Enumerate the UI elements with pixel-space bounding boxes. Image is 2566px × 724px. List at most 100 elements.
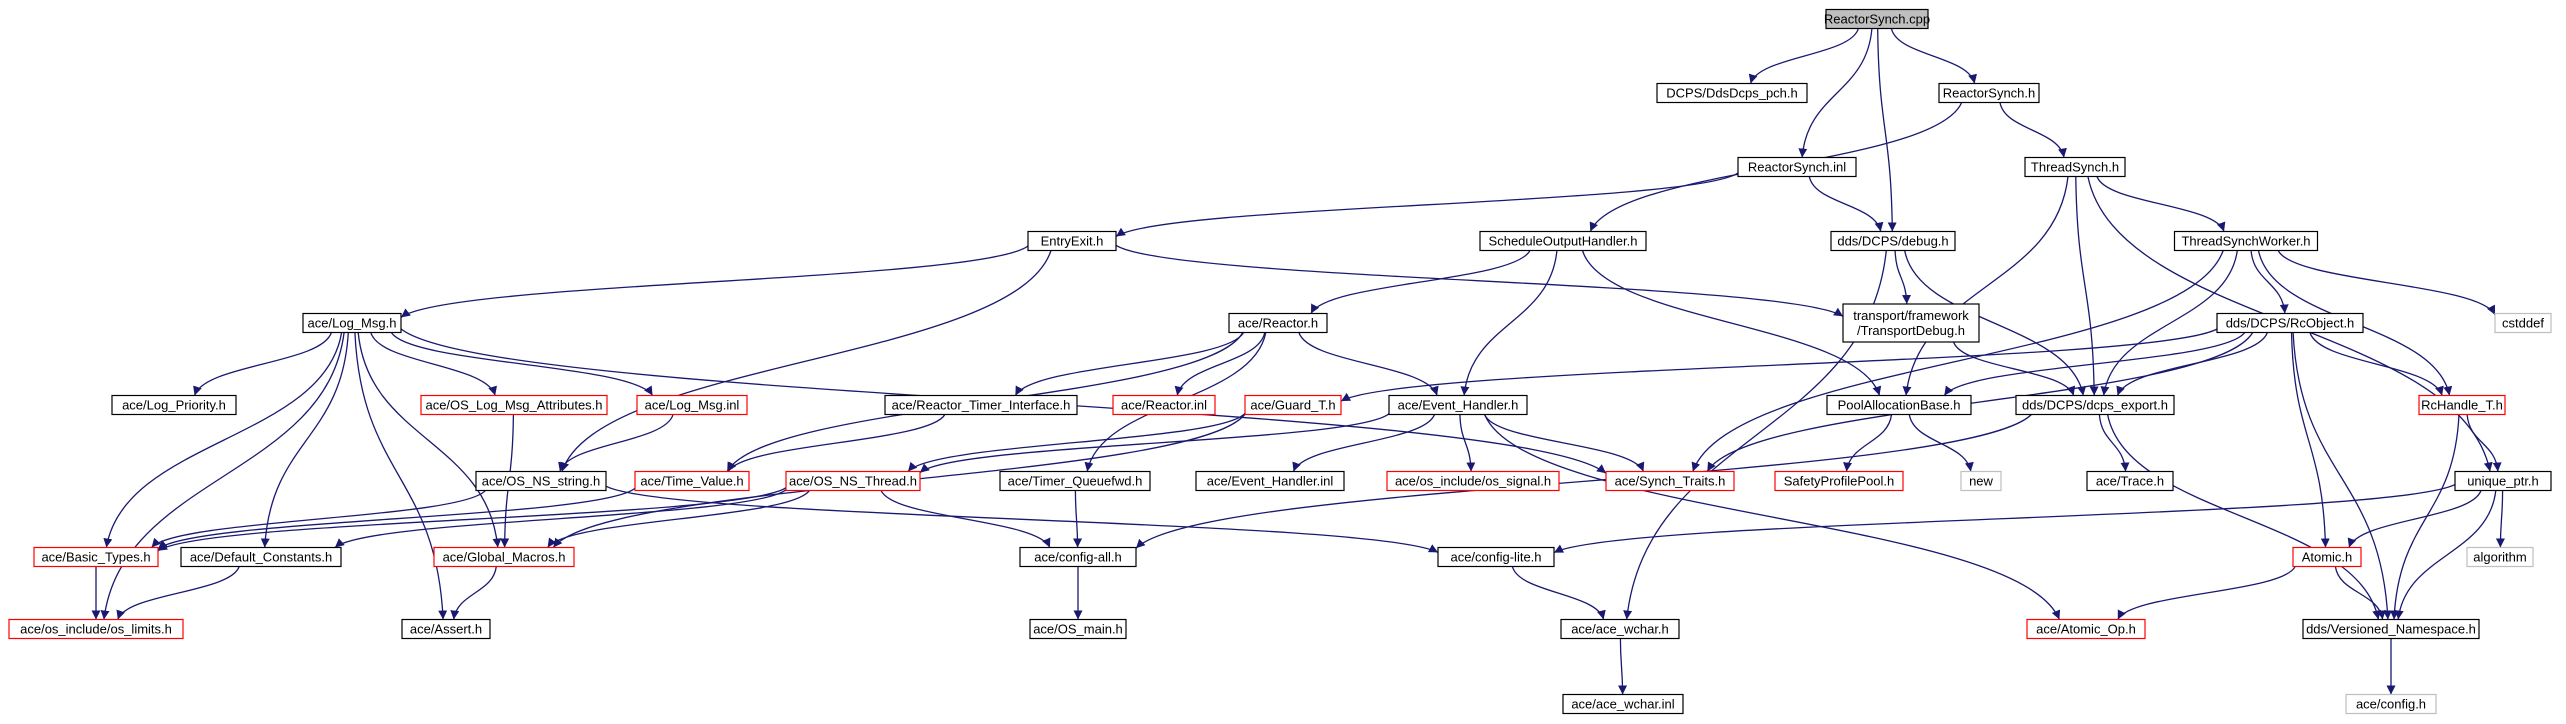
node-os-main-h[interactable]: ace/OS_main.h bbox=[1029, 618, 1127, 640]
edge-scheduleoutputhandler_h-to-event_handler_h bbox=[1460, 250, 1558, 396]
node-box bbox=[1825, 8, 1929, 30]
node-threadsynch-h[interactable]: ThreadSynch.h bbox=[2024, 156, 2126, 178]
node-box bbox=[420, 394, 608, 416]
node-label: ace/Default_Constants.h bbox=[190, 550, 332, 565]
node-os-log-msg-attributes-h[interactable]: ace/OS_Log_Msg_Attributes.h bbox=[420, 394, 608, 416]
node-label: ace/Synch_Traits.h bbox=[1615, 474, 1726, 489]
node-trace-h[interactable]: ace/Trace.h bbox=[2086, 470, 2174, 492]
node-debug-h[interactable]: dds/DCPS/debug.h bbox=[1830, 230, 1956, 252]
node-basic-types-h[interactable]: ace/Basic_Types.h bbox=[33, 546, 159, 568]
node-event-handler-inl[interactable]: ace/Event_Handler.inl bbox=[1195, 470, 1345, 492]
node-rcobject-h[interactable]: dds/DCPS/RcObject.h bbox=[2216, 312, 2364, 334]
node-label: ace/Trace.h bbox=[2096, 474, 2164, 489]
node-box bbox=[785, 470, 921, 492]
node-ddsdcps-pch[interactable]: DCPS/DdsDcps_pch.h bbox=[1656, 82, 1808, 104]
node-unique-ptr-h[interactable]: unique_ptr.h bbox=[2454, 470, 2552, 492]
node-label: ace/Event_Handler.h bbox=[1398, 398, 1519, 413]
node-box bbox=[1960, 470, 2002, 492]
node-label: ScheduleOutputHandler.h bbox=[1489, 234, 1638, 249]
edge-entryexit_h-to-log_msg_h bbox=[400, 245, 1029, 318]
node-synch-traits-h[interactable]: ace/Synch_Traits.h bbox=[1605, 470, 1735, 492]
node-reactorsynch-h[interactable]: ReactorSynch.h bbox=[1938, 82, 2040, 104]
node-threadsynchworker-h[interactable]: ThreadSynchWorker.h bbox=[2173, 230, 2319, 252]
node-reactor-h[interactable]: ace/Reactor.h bbox=[1228, 312, 1328, 334]
edge-threadsynch_h-to-poolallocationbase_h bbox=[1902, 176, 2069, 396]
node-atomic-op-h[interactable]: ace/Atomic_Op.h bbox=[2026, 618, 2146, 640]
node-reactorsynch-cpp[interactable]: ReactorSynch.cpp bbox=[1824, 8, 1930, 30]
edge-log_msg_h-to-assert_h bbox=[354, 332, 448, 620]
node-log-msg-h[interactable]: ace/Log_Msg.h bbox=[302, 312, 402, 334]
node-label: RcHandle_T.h bbox=[2421, 398, 2503, 413]
edge-event_handler_h-to-event_handler_inl bbox=[1292, 414, 1436, 472]
node-default-constants-h[interactable]: ace/Default_Constants.h bbox=[180, 546, 342, 568]
node-box bbox=[1029, 618, 1127, 640]
node-dcps-export-h[interactable]: dds/DCPS/dcps_export.h bbox=[2015, 394, 2175, 416]
edge-threadsynch_h-to-dcps_export_h bbox=[2075, 176, 2099, 396]
node-label: ace/OS_NS_Thread.h bbox=[789, 474, 917, 489]
node-global-macros-h[interactable]: ace/Global_Macros.h bbox=[433, 546, 575, 568]
edge-event_handler_h-to-os_ns_thread_h bbox=[919, 413, 1390, 474]
edge-log_msg_h-to-default_constants_h bbox=[260, 332, 349, 548]
node-label: cstddef bbox=[2502, 316, 2544, 331]
node-reactor-timer-interface-h[interactable]: ace/Reactor_Timer_Interface.h bbox=[884, 394, 1078, 416]
node-config-all-h[interactable]: ace/config-all.h bbox=[1019, 546, 1137, 568]
node-label: PoolAllocationBase.h bbox=[1838, 398, 1961, 413]
node-log-msg-inl[interactable]: ace/Log_Msg.inl bbox=[636, 394, 748, 416]
node-entryexit-h[interactable]: EntryExit.h bbox=[1027, 230, 1117, 252]
node-poolallocationbase-h[interactable]: PoolAllocationBase.h bbox=[1826, 394, 1972, 416]
node-box bbox=[1019, 546, 1137, 568]
node-box bbox=[1830, 230, 1956, 252]
node-box bbox=[2494, 312, 2552, 334]
node-box bbox=[8, 618, 184, 640]
edge-log_msg_h-to-log_msg_inl bbox=[390, 332, 654, 396]
node-ace-wchar-h[interactable]: ace/ace_wchar.h bbox=[1560, 618, 1680, 640]
edge-rcobject_h-to-poolallocationbase_h bbox=[1943, 332, 2246, 396]
edge-scheduleoutputhandler_h-to-reactor_h bbox=[1310, 250, 1531, 314]
node-log-priority-h[interactable]: ace/Log_Priority.h bbox=[111, 394, 237, 416]
node-versioned-namespace-h[interactable]: dds/Versioned_Namespace.h bbox=[2302, 618, 2480, 640]
node-reactorsynch-inl[interactable]: ReactorSynch.inl bbox=[1737, 156, 1857, 178]
node-label: ace/config-lite.h bbox=[1450, 550, 1541, 565]
edge-log_msg_h-to-os_log_msg_attributes_h bbox=[370, 332, 497, 396]
node-box bbox=[2015, 394, 2175, 416]
edge-rcobject_h-to-atomic_h bbox=[2290, 332, 2330, 548]
node-box bbox=[1774, 470, 1904, 492]
node-box bbox=[634, 470, 750, 492]
edge-reactorsynch_cpp-to-reactorsynch_inl bbox=[1798, 28, 1873, 158]
node-guard-t-h[interactable]: ace/Guard_T.h bbox=[1244, 394, 1342, 416]
node-ace-wchar-inl[interactable]: ace/ace_wchar.inl bbox=[1562, 693, 1684, 715]
edge-ace_wchar_h-to-ace_wchar_inl bbox=[1618, 638, 1628, 695]
node-os-limits-h[interactable]: ace/os_include/os_limits.h bbox=[8, 618, 184, 640]
node-os-ns-string-h[interactable]: ace/OS_NS_string.h bbox=[475, 470, 607, 492]
edge-rchandle_t_h-to-unique_ptr_h bbox=[2466, 414, 2502, 472]
node-box bbox=[1560, 618, 1680, 640]
edge-dcps_export_h-to-config_all_h bbox=[1135, 414, 2032, 549]
node-os-ns-thread-h[interactable]: ace/OS_NS_Thread.h bbox=[785, 470, 921, 492]
node-label: algorithm bbox=[2473, 550, 2526, 565]
edge-dcps_export_h-to-trace_h bbox=[2098, 414, 2130, 472]
node-label: transport/framework bbox=[1853, 308, 1969, 323]
node-atomic-h[interactable]: Atomic.h bbox=[2292, 546, 2362, 568]
node-box bbox=[2345, 693, 2437, 715]
node-os-signal-h[interactable]: ace/os_include/os_signal.h bbox=[1386, 470, 1560, 492]
node-safetyprofilepool-h[interactable]: SafetyProfilePool.h bbox=[1774, 470, 1904, 492]
node-time-value-h[interactable]: ace/Time_Value.h bbox=[634, 470, 750, 492]
node-assert-h[interactable]: ace/Assert.h bbox=[401, 618, 491, 640]
node-scheduleoutputhandler-h[interactable]: ScheduleOutputHandler.h bbox=[1479, 230, 1647, 252]
node-box bbox=[180, 546, 342, 568]
node-rchandle-t-h[interactable]: RcHandle_T.h bbox=[2418, 394, 2506, 416]
node-config-lite-h[interactable]: ace/config-lite.h bbox=[1437, 546, 1555, 568]
edge-reactorsynch_h-to-threadsynch_h bbox=[1999, 102, 2067, 158]
edge-reactor_h-to-reactor_timer_interface_h bbox=[1014, 332, 1245, 396]
node-reactor-inl[interactable]: ace/Reactor.inl bbox=[1112, 394, 1216, 416]
edge-rchandle_t_h-to-versioned_namespace_h bbox=[2389, 414, 2460, 620]
node-box bbox=[1244, 394, 1342, 416]
node-label: ace/config.h bbox=[2356, 697, 2426, 712]
node-event-handler-h[interactable]: ace/Event_Handler.h bbox=[1388, 394, 1528, 416]
edge-atomic_h-to-versioned_namespace_h bbox=[2334, 566, 2386, 620]
node-transportdebug-h[interactable]: transport/framework/TransportDebug.h bbox=[1842, 303, 1980, 343]
node-box bbox=[999, 470, 1151, 492]
node-label: ReactorSynch.h bbox=[1943, 86, 2036, 101]
node-timer-queuefwd-h[interactable]: ace/Timer_Queuefwd.h bbox=[999, 470, 1151, 492]
edge-reactorsynch_inl-to-debug_h bbox=[1808, 176, 1884, 232]
